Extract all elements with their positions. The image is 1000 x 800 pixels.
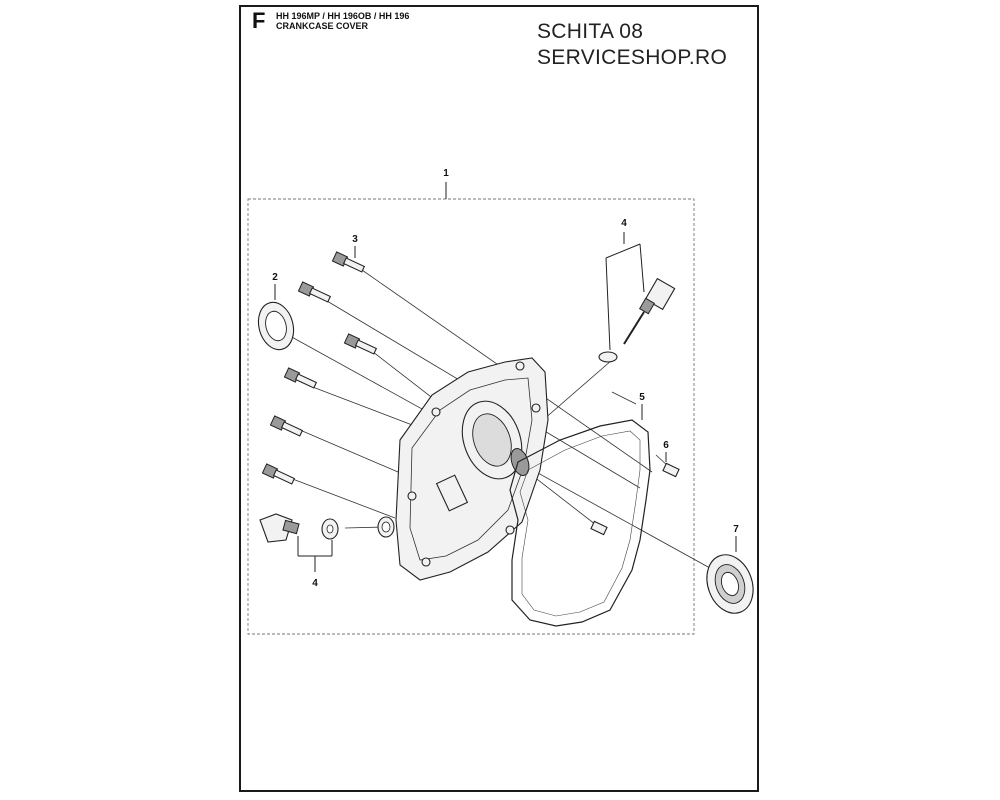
oil-seal: [257, 301, 295, 351]
crankcase-cover: [395, 357, 549, 581]
dowel-pin: [662, 462, 680, 478]
page-frame: [239, 5, 759, 792]
callout-bracket: [297, 536, 333, 572]
callout-number: 6: [663, 440, 669, 451]
drain-plug: [259, 513, 395, 543]
oil-filler-cap: [598, 277, 676, 363]
callout-number: 3: [352, 234, 358, 245]
callout-number: 2: [272, 272, 278, 283]
callout-bracket: [605, 232, 645, 351]
source-watermark: SERVICESHOP.RO: [537, 46, 728, 69]
callout-number: 4: [312, 578, 318, 589]
dowel-pin: [590, 520, 608, 536]
callout-number: 4: [621, 218, 627, 229]
callout-labels: 1 2 3 4 5 6 7 4: [272, 168, 739, 589]
callout-leaders: [274, 246, 737, 552]
gasket-inner-edge: [519, 430, 641, 617]
model-list: HH 196MP / HH 196OB / HH 196: [276, 11, 410, 21]
bolt: [261, 463, 296, 485]
page-title: CRANKCASE COVER: [276, 21, 369, 31]
callout-number: 7: [733, 524, 739, 535]
bearing: [706, 554, 754, 614]
schematic-number: SCHITA 08: [537, 20, 644, 43]
bolt: [331, 251, 366, 273]
gasket: [509, 419, 651, 627]
assembly-group-box: [247, 198, 695, 635]
bolt: [297, 281, 332, 303]
bolt: [343, 333, 378, 355]
section-letter: F: [252, 8, 266, 33]
callout-number: 5: [639, 392, 645, 403]
callout-number: 1: [443, 168, 449, 179]
bolt: [269, 415, 304, 437]
bolt: [283, 367, 318, 389]
